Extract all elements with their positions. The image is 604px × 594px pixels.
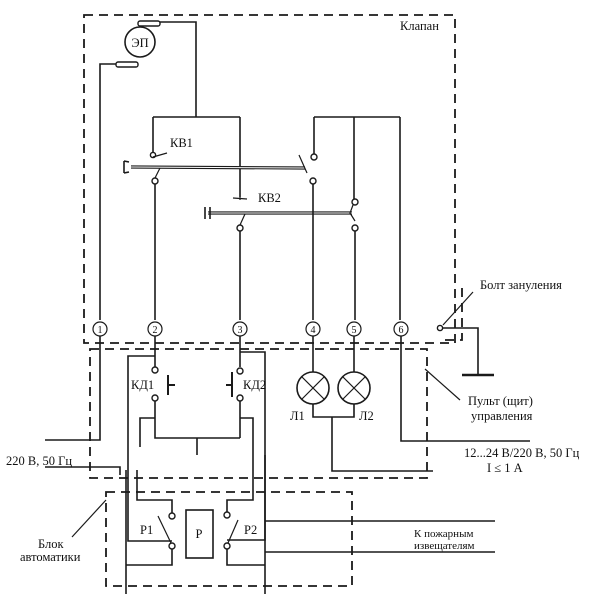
limit-switch-kv1: КВ1 [149,136,193,185]
svg-text:3: 3 [238,325,243,336]
l1-label: Л1 [290,409,305,423]
supply-signal-label: 12...24 В/220 В, 50 Гц [464,446,580,460]
signal-contact-rod1 [298,153,318,185]
wire-kd2-down [240,417,254,470]
svg-text:4: 4 [311,325,316,336]
relay-contact-p1: Р1 [140,512,176,550]
valve-label: Клапан [400,19,439,33]
relay-coil: Р [185,509,214,559]
kv2-label: КВ2 [258,191,281,205]
terminal-3: 3 [232,321,248,337]
lamp-l1: Л1 [290,371,330,423]
wire-kd-common-left [154,401,240,439]
button-kd1: КД1 [131,366,175,402]
control-panel-enclosure [89,348,428,479]
fire-detectors-label-1: К пожарным [414,528,473,540]
wire-motor-common [160,21,197,117]
control-panel-label-1: Пульт (щит) [468,394,533,408]
ground-bolt-dashed-link [440,288,463,341]
l2-label: Л2 [359,409,374,423]
relay-contact-p2: Р2 [223,511,257,550]
control-panel-label-2: управления [471,409,533,423]
automation-block-enclosure [105,491,353,587]
wire-220v-phase [45,336,101,441]
valve-enclosure [83,14,456,344]
wire-kd1-down [139,417,155,447]
wire-p2-top [226,470,254,512]
svg-text:1: 1 [98,325,103,336]
svg-text:2: 2 [153,325,158,336]
fire-detectors-label-2: извещателям [414,540,475,552]
wire-p1-top [136,470,173,513]
svg-text:5: 5 [352,325,357,336]
ground-bolt-label: Болт зануления [480,278,562,292]
relay-label: Р [196,527,203,541]
wire-p1-bottom [126,549,173,566]
actuator-rod-1 [123,160,306,174]
motor: ЭП [115,20,161,68]
ground-bolt: Болт зануления [436,278,562,377]
terminal-1: 1 [92,321,108,337]
automation-leader [71,499,107,538]
kd2-label: КД2 [243,378,266,392]
wire-signal-supply [400,336,530,442]
terminal-2: 2 [147,321,163,337]
automation-label-2: автоматики [20,550,81,564]
p1-label: Р1 [140,523,153,537]
supply-220v-label: 220 В, 50 Гц [6,454,72,468]
terminal-5: 5 [346,321,362,337]
button-kd2: КД2 [226,367,266,402]
wire-motor-t1 [99,63,116,320]
kd1-label: КД1 [131,378,154,392]
current-limit-label: I ≤ 1 А [487,461,523,475]
terminal-6: 6 [393,321,409,337]
kv1-label: КВ1 [170,136,193,150]
signal-contact-rod2 [349,198,359,232]
wire-p2-bottom [226,549,265,566]
automation-label-1: Блок [38,537,65,551]
wire-lamp-join [312,404,355,418]
svg-text:6: 6 [399,325,404,336]
wire-lamp-return [331,417,433,472]
control-panel-leader [424,368,461,401]
actuator-rod-2 [204,207,352,219]
lamp-l2: Л2 [337,371,374,423]
wire-220v-neutral [45,466,121,475]
p2-label: Р2 [244,523,257,537]
limit-switch-kv2: КВ2 [232,191,281,232]
motor-label: ЭП [131,36,148,50]
terminal-4: 4 [305,321,321,337]
wire-kd1-outer-loop [127,355,172,542]
